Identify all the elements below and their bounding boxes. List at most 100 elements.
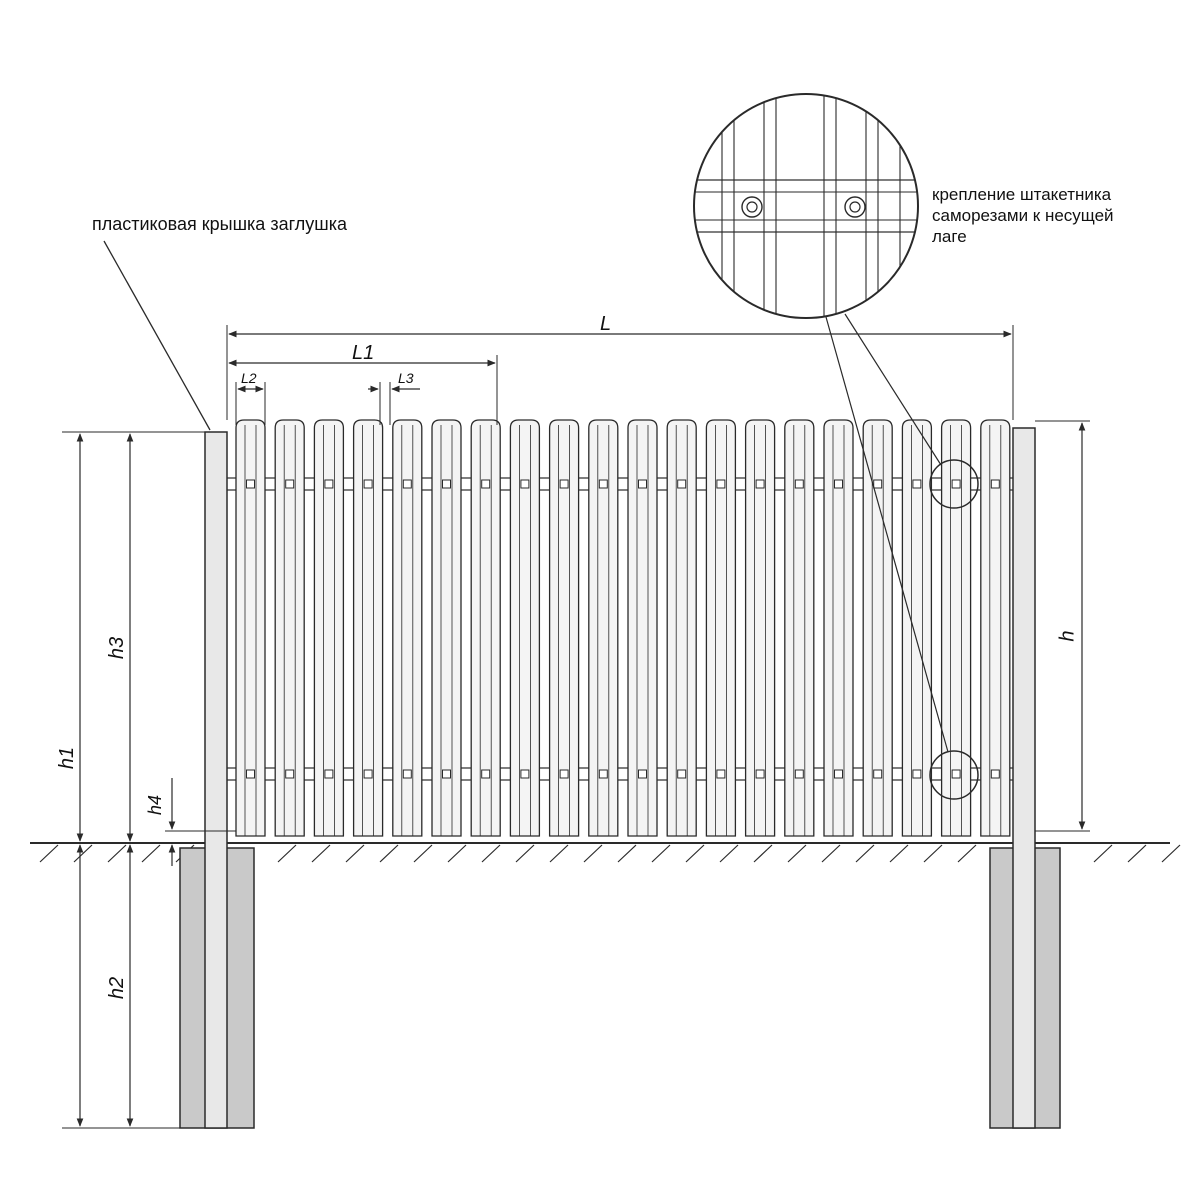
screw <box>834 479 843 489</box>
picket <box>666 419 697 837</box>
fastening-label-line-3: лаге <box>932 227 967 246</box>
dimension-h2 <box>62 844 180 1129</box>
ground-hatch <box>515 844 535 863</box>
dimension-h <box>1035 420 1090 832</box>
ground-hatch <box>107 844 127 863</box>
dimension-label-h2: h2 <box>106 976 129 1000</box>
ground-hatch <box>39 844 59 863</box>
picket <box>274 419 305 837</box>
screw <box>990 479 1000 489</box>
ground-hatch <box>753 844 773 863</box>
screw <box>402 479 412 489</box>
screw <box>755 769 765 779</box>
picket <box>235 419 266 837</box>
screw <box>285 769 295 779</box>
screw <box>559 479 569 489</box>
picket <box>627 419 658 837</box>
screw <box>520 479 530 489</box>
screw <box>442 479 451 489</box>
screw <box>677 769 687 779</box>
picket <box>509 419 541 837</box>
ground-hatch <box>855 844 875 863</box>
screw <box>481 479 491 489</box>
screw <box>285 479 295 489</box>
picket <box>823 419 854 837</box>
ground-hatch <box>821 844 841 863</box>
screw <box>794 769 804 779</box>
fastening-label-line-1: крепление штакетника <box>932 185 1112 204</box>
screw <box>716 479 726 489</box>
picket <box>352 419 384 837</box>
screw <box>363 769 373 779</box>
ground-hatch <box>1093 844 1113 863</box>
screw <box>794 479 804 489</box>
picket <box>431 419 462 837</box>
dimension-L3 <box>368 382 420 425</box>
ground-hatch <box>1127 844 1147 863</box>
picket <box>784 419 815 837</box>
dimension-label-h3: h3 <box>106 636 129 660</box>
ground-hatch <box>447 844 467 863</box>
picket <box>705 419 737 837</box>
ground-hatch <box>957 844 977 863</box>
screw <box>481 769 491 779</box>
screw <box>520 769 530 779</box>
screw <box>873 769 883 779</box>
ground-hatch <box>311 844 331 863</box>
screw <box>716 769 726 779</box>
cap-leader <box>103 240 211 431</box>
screw <box>559 769 569 779</box>
picket <box>588 419 619 837</box>
ground-hatch <box>889 844 909 863</box>
ground-hatch <box>787 844 807 863</box>
screw <box>363 479 373 489</box>
magnified-detail <box>693 93 919 319</box>
detail-marker-bottom <box>929 750 979 800</box>
ground-hatch <box>583 844 603 863</box>
screw <box>873 479 883 489</box>
picket <box>744 419 776 837</box>
screw <box>638 479 647 489</box>
dimension-h4 <box>165 778 236 866</box>
screw <box>755 479 765 489</box>
dimension-label-h1: h1 <box>56 746 79 770</box>
ground-hatch <box>719 844 739 863</box>
screw <box>324 479 334 489</box>
ground-hatch <box>73 844 93 863</box>
fastening-label-line-2: саморезами к несущей <box>932 206 1114 225</box>
detail-leaders <box>825 313 949 753</box>
screw <box>638 769 647 779</box>
ground-hatch <box>685 844 705 863</box>
screw <box>951 769 961 779</box>
ground-hatch <box>379 844 399 863</box>
detail-screw-icon <box>741 196 763 218</box>
screw <box>912 769 922 779</box>
screw <box>834 769 843 779</box>
picket <box>470 419 501 837</box>
screw <box>990 769 1000 779</box>
screw <box>402 769 412 779</box>
ground-hatch <box>1161 844 1181 863</box>
dimension-label-L: L <box>600 313 612 335</box>
ground-hatch <box>617 844 637 863</box>
screw <box>442 769 451 779</box>
dimension-L1 <box>228 355 498 425</box>
ground-hatch <box>651 844 671 863</box>
dimension-h1 <box>62 431 205 842</box>
dimension-label-L2: L2 <box>241 370 257 386</box>
right-post <box>1012 427 1036 1129</box>
detail-screw-icon <box>844 196 866 218</box>
ground-hatch <box>141 844 161 863</box>
rails <box>225 477 1017 781</box>
dimension-label-h: h <box>1056 630 1079 642</box>
picket <box>862 419 893 837</box>
screw <box>246 479 255 489</box>
fastening-label: крепление штакетника саморезами к несуще… <box>932 184 1114 247</box>
picket <box>548 419 580 837</box>
screw <box>246 769 255 779</box>
picket <box>901 419 933 837</box>
ground-hatch <box>481 844 501 863</box>
dimension-label-L3: L3 <box>398 370 414 386</box>
ground-hatch <box>345 844 365 863</box>
